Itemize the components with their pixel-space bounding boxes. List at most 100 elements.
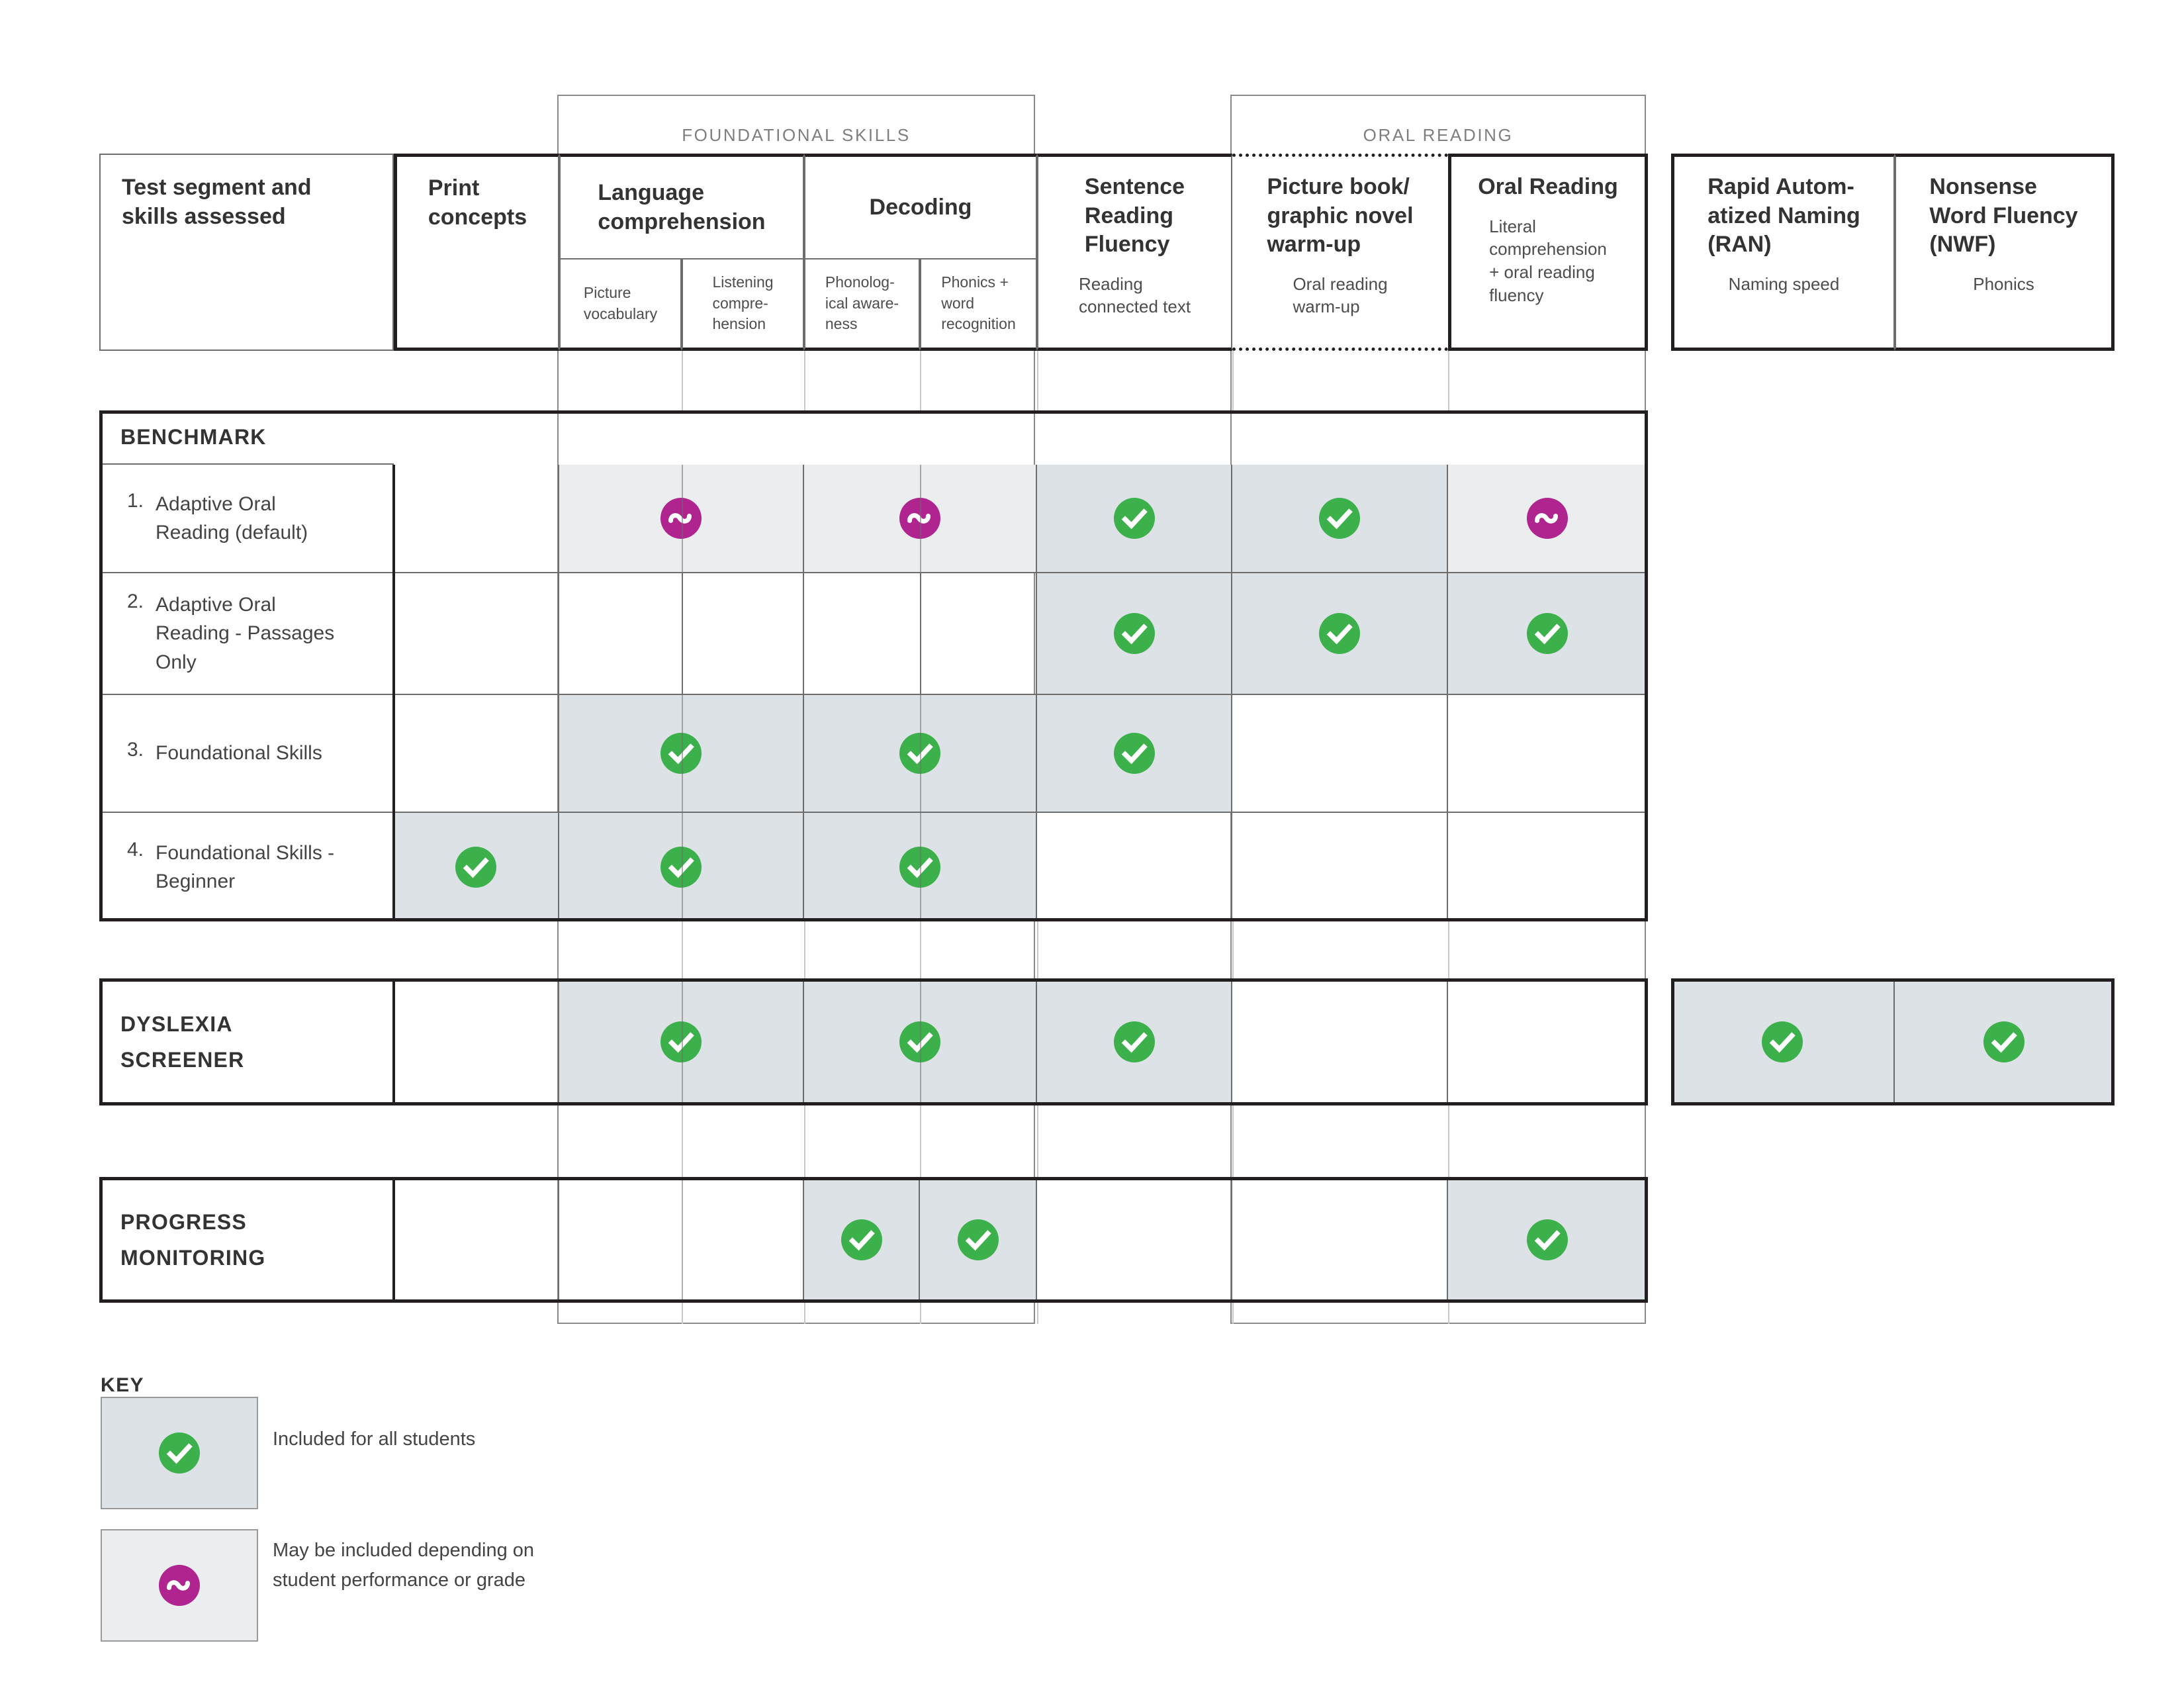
grid-guide [920, 351, 921, 410]
benchmark-row-name-3: Foundational Skills [156, 742, 322, 765]
benchmark-section-label: BENCHMARK [99, 410, 394, 465]
dyslexia-screener-cell-print [394, 978, 559, 1105]
key-title: KEY [101, 1374, 144, 1396]
check-circle-icon [1113, 613, 1155, 654]
progress-monitoring-cell-dec_pa [804, 1177, 920, 1303]
benchmark-row-number-1: 1. [127, 489, 144, 512]
benchmark-cell-r3-print [394, 695, 559, 813]
benchmark-section-label-text: BENCHMARK [120, 424, 267, 449]
tilde-circle-icon [159, 1565, 200, 1606]
group-label-oral-reading: ORAL READING [1363, 125, 1514, 145]
benchmark-subdivider-r3-lang [682, 695, 683, 813]
grid-guide [1232, 1303, 1234, 1324]
benchmark-row-label-3: 3.Foundational Skills [99, 695, 394, 813]
check-circle-icon [1527, 613, 1568, 654]
header-ran: Rapid Autom-atized Naming(RAN)Naming spe… [1671, 154, 1895, 351]
benchmark-subdivider-r1-dec [920, 465, 921, 573]
grid-guide [682, 1105, 683, 1177]
benchmark-row-label-4: 4. Foundational Skills - Beginner [99, 813, 394, 921]
check-circle-icon [660, 733, 702, 774]
benchmark-cell-r4-oral [1448, 813, 1648, 921]
dyslexia-screener-cell-nwf [1895, 978, 2115, 1105]
grid-guide [920, 1105, 921, 1177]
dyslexia-screener-subdivider-dec [920, 978, 921, 1105]
grid-guide [1448, 1303, 1449, 1324]
benchmark-cell-r3-oral [1448, 695, 1648, 813]
dyslexia-screener-label-line2: SCREENER [120, 1048, 245, 1072]
benchmark-cell-r4-srf [1037, 813, 1232, 921]
progress-monitoring-cell-dec_pw [920, 1177, 1037, 1303]
check-circle-icon [1113, 498, 1155, 539]
benchmark-row-label-wrap-2: 2.Adaptive Oral Reading - Passages Only [127, 590, 354, 677]
dyslexia-screener-rowhdr-divider [392, 978, 395, 1105]
column-decoding-subheader-1: Phonolog-ical aware-ness [804, 258, 920, 351]
progress-monitoring-label-line1: PROGRESS [120, 1209, 247, 1234]
column-decoding-subheader-1-label: Phonolog-ical aware-ness [825, 273, 899, 333]
progress-monitoring-rowhdr-divider [392, 1177, 395, 1303]
dyslexia-screener-cell-srf [1037, 978, 1232, 1105]
benchmark-row-label-wrap-3: 3.Foundational Skills [127, 739, 322, 768]
grid-guide [682, 921, 683, 978]
header-ran-sub: Naming speed [1728, 273, 1840, 294]
progress-monitoring-cell-lang [559, 1177, 804, 1303]
benchmark-cell-r3-pic [1232, 695, 1448, 813]
check-circle-icon [159, 1432, 200, 1474]
check-circle-icon [1762, 1021, 1803, 1062]
progress-monitoring-cell-print [394, 1177, 559, 1303]
benchmark-rowhdr-divider-3 [392, 695, 395, 813]
key-swatch-1 [101, 1397, 258, 1509]
grid-guide [1232, 351, 1234, 410]
tilde-circle-icon [1527, 498, 1568, 539]
benchmark-cell-r1-srf [1037, 465, 1232, 573]
check-circle-icon [660, 1021, 702, 1062]
header-oral-reading-title: Oral Reading [1478, 174, 1618, 199]
key-label-1: Included for all students [273, 1429, 476, 1450]
grid-guide [1232, 1105, 1234, 1177]
check-circle-icon [957, 1219, 999, 1260]
grid-guide [1037, 351, 1038, 410]
benchmark-row-name-4: Foundational Skills - Beginner [156, 841, 335, 893]
grid-guide [1448, 921, 1449, 978]
benchmark-cell-r2-oral [1448, 573, 1648, 695]
progress-monitoring-cell-oral [1448, 1177, 1648, 1303]
grid-guide [920, 1303, 921, 1324]
benchmark-rowhdr-divider-2 [392, 573, 395, 695]
dyslexia-screener-cell-pic [1232, 978, 1448, 1105]
check-circle-icon [1527, 1219, 1568, 1260]
grid-guide [804, 921, 805, 978]
check-circle-icon [660, 847, 702, 888]
benchmark-row-number-2: 2. [127, 590, 144, 612]
check-circle-icon [1983, 1021, 2025, 1062]
grid-guide [1448, 351, 1449, 410]
tilde-circle-icon [660, 498, 702, 539]
header-nwf-sub: Phonics [1973, 273, 2034, 294]
benchmark-cell-r4-pic [1232, 813, 1448, 921]
benchmark-subdivider-r4-lang [682, 813, 683, 921]
grid-guide [682, 1303, 683, 1324]
column-decoding-header-label: Decoding [869, 194, 972, 220]
dyslexia-screener-label-line1: DYSLEXIA [120, 1011, 233, 1036]
grid-guide [1232, 921, 1234, 978]
progress-monitoring-cell-srf [1037, 1177, 1232, 1303]
benchmark-subdivider-r1-lang [682, 465, 683, 573]
grid-guide [682, 351, 683, 410]
dyslexia-screener-cell-oral [1448, 978, 1648, 1105]
benchmark-row-number-4: 4. [127, 838, 144, 861]
progress-monitoring-subdivider-lang [682, 1177, 683, 1303]
group-label-foundational-skills: FOUNDATIONAL SKILLS [682, 125, 911, 145]
